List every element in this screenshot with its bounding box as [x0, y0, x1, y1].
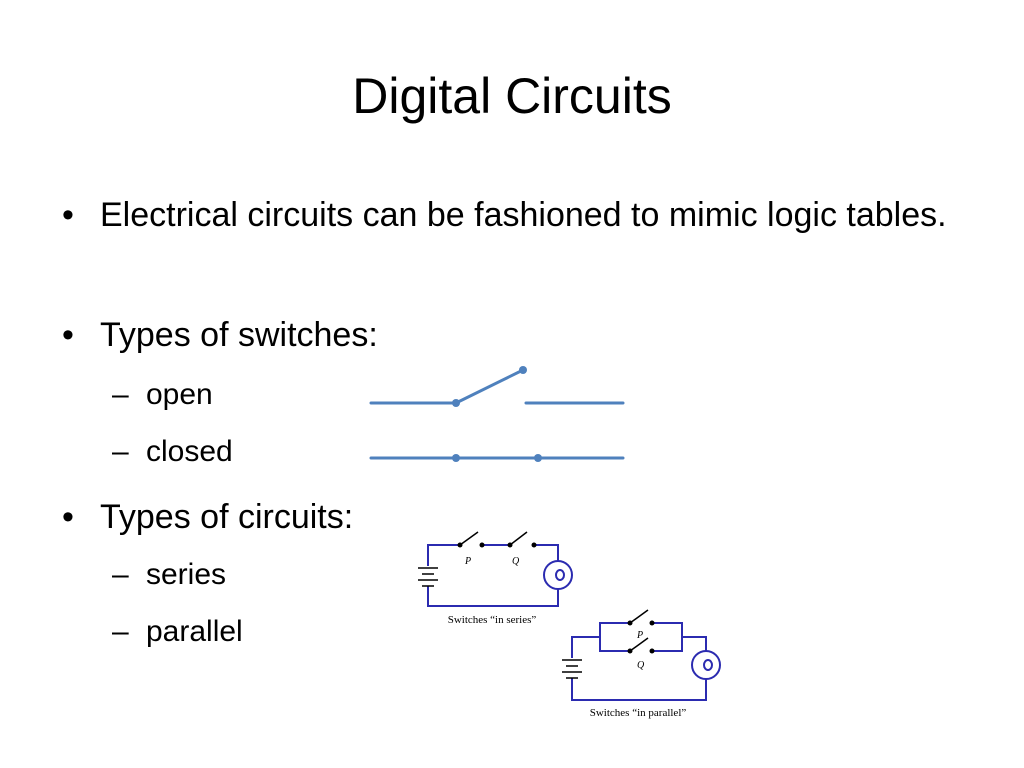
series-contact — [457, 542, 463, 548]
dash-marker: – — [112, 615, 129, 648]
series-label-p: P — [464, 556, 471, 567]
bullet-text: Types of circuits: — [100, 498, 354, 536]
parallel-caption: Switches “in parallel” — [590, 707, 687, 719]
parallel-contact — [649, 648, 655, 654]
parallel-lamp-icon — [691, 650, 721, 680]
open-switch-blade — [454, 368, 525, 405]
series-caption: Switches “in series” — [448, 614, 537, 626]
series-wire-top-left — [427, 544, 460, 566]
parallel-switch-q-blade — [629, 637, 649, 652]
parallel-contact — [627, 648, 633, 654]
series-contact — [531, 542, 537, 548]
slide-title: Digital Circuits — [352, 68, 672, 124]
subitem-text: parallel — [146, 615, 243, 648]
subitem-text: open — [146, 378, 213, 411]
parallel-label-p: P — [636, 630, 643, 641]
subitem-text: series — [146, 558, 227, 591]
closed-switch-pivot — [452, 454, 460, 462]
series-contact — [507, 542, 513, 548]
series-wire-top-right — [534, 544, 559, 561]
series-lamp-icon — [543, 560, 573, 590]
series-switch-p-blade — [459, 531, 479, 546]
series-wire-bottom — [427, 586, 559, 607]
bullet-marker: • — [62, 196, 74, 234]
subitem-closed: – closed — [112, 432, 233, 472]
dash-marker: – — [112, 435, 129, 468]
parallel-wire-left-top — [571, 636, 600, 658]
closed-switch-contact — [534, 454, 542, 462]
subitem-text: closed — [146, 435, 233, 468]
bullet-text: Electrical circuits can be fashioned to … — [100, 196, 947, 234]
dash-marker: – — [112, 558, 129, 591]
subitem-open: – open — [112, 375, 213, 415]
open-switch-tip — [519, 366, 527, 374]
bullet-marker: • — [62, 498, 74, 536]
subitem-series: – series — [112, 555, 226, 595]
series-lamp-filament — [555, 569, 565, 581]
series-label-q: Q — [512, 556, 520, 567]
bullet-marker: • — [62, 316, 74, 354]
bullet-electrical-circuits: • Electrical circuits can be fashioned t… — [62, 188, 960, 242]
open-switch-pivot — [452, 399, 460, 407]
parallel-wire-right-top — [682, 636, 707, 651]
series-contact — [479, 542, 485, 548]
series-switch-q-blade — [509, 531, 528, 546]
parallel-lamp-filament — [703, 659, 713, 671]
parallel-label-q: Q — [637, 660, 645, 671]
bullet-types-of-switches: • Types of switches: — [62, 308, 960, 362]
dash-marker: – — [112, 378, 129, 411]
parallel-wire-bottom — [571, 678, 707, 701]
bullet-text: Types of switches: — [100, 316, 378, 354]
parallel-contact — [627, 620, 633, 626]
parallel-switch-p-blade — [629, 609, 649, 624]
bullet-types-of-circuits: • Types of circuits: — [62, 490, 960, 544]
parallel-contact — [649, 620, 655, 626]
subitem-parallel: – parallel — [112, 612, 243, 652]
